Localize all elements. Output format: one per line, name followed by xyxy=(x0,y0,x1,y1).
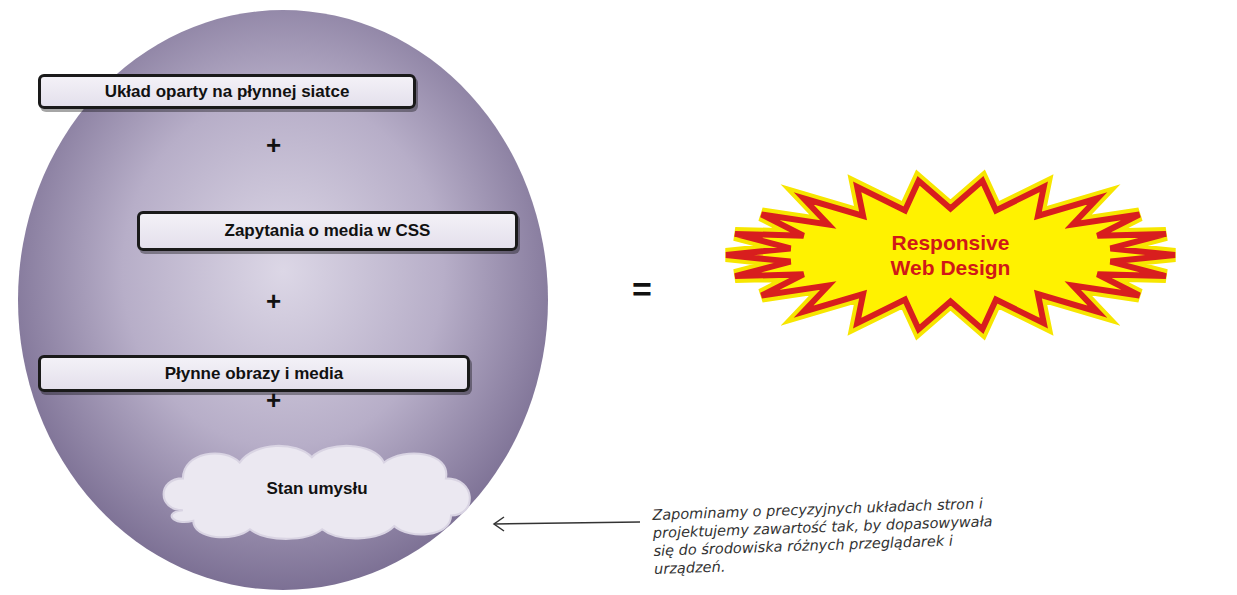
concept-box: Płynne obrazy i media xyxy=(38,355,470,392)
cloud-shape: Stan umysłu xyxy=(152,436,482,542)
starburst: Responsive Web Design xyxy=(718,172,1183,338)
plus-sign: + xyxy=(266,130,281,161)
equals-sign: = xyxy=(632,270,652,309)
handwritten-note: Zapominamy o precyzyjnych układach stron… xyxy=(652,494,999,578)
concept-box: Zapytania o media w CSS xyxy=(137,211,518,251)
plus-sign: + xyxy=(266,385,281,416)
purple-orb xyxy=(18,10,548,590)
node-text: Płynne obrazy i media xyxy=(165,364,344,384)
concept-box: Układ oparty na płynnej siatce xyxy=(38,74,416,109)
plus-sign: + xyxy=(266,286,281,317)
node-text: Układ oparty na płynnej siatce xyxy=(105,82,350,102)
leader-arrow xyxy=(494,517,640,531)
node-text: Stan umysłu xyxy=(266,479,367,499)
node-text: Zapytania o media w CSS xyxy=(225,221,431,241)
starburst-outline xyxy=(718,172,1183,338)
node-text: Responsive Web Design xyxy=(876,230,1026,280)
